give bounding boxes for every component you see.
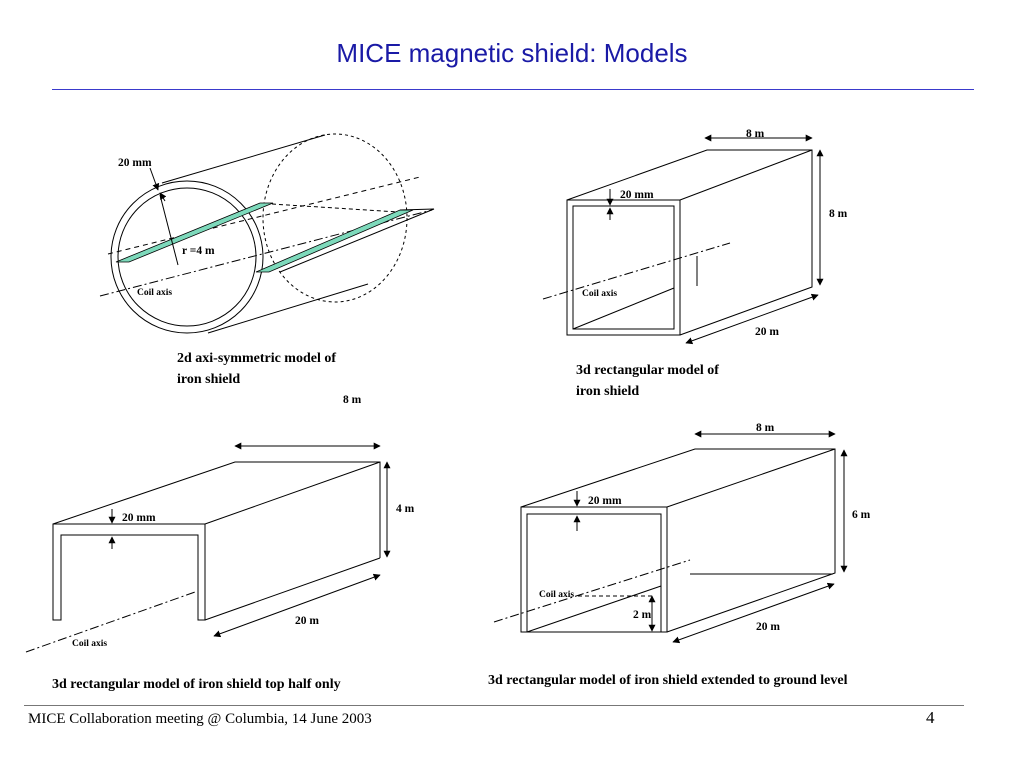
- page-number: 4: [926, 708, 935, 727]
- coil-axis-line: [25, 591, 196, 653]
- box-model-top-half: 20 mm 4 m 20 m Coil axis: [25, 442, 415, 653]
- strip-extension: [279, 208, 435, 273]
- footer-text: MICE Collaboration meeting @ Columbia, 1…: [28, 711, 372, 727]
- cylinder-model: 20 mm r =4 m Coil axis: [99, 133, 435, 334]
- thickness-pointer: [149, 167, 160, 191]
- thickness-label: 20 mm: [118, 157, 152, 169]
- caption-2d-line2: iron shield: [177, 372, 240, 387]
- thickness-label: 20 mm: [122, 512, 156, 524]
- height-label: 4 m: [396, 503, 415, 515]
- box-model-ground: 8 m 20 mm 6 m Coil axis 2 m 20 m: [493, 422, 871, 644]
- radius-line: [159, 194, 179, 266]
- ground-front-outer: [520, 506, 668, 633]
- strip-connector: [271, 203, 399, 213]
- caption-3d-line2: iron shield: [576, 384, 639, 399]
- slide-title: MICE magnetic shield: Models: [336, 38, 688, 68]
- coil-axis-label: Coil axis: [72, 639, 107, 649]
- half-front-profile: [52, 523, 206, 621]
- ground-top-right-edge: [666, 448, 836, 508]
- coil-axis-label: Coil axis: [137, 288, 172, 298]
- axis-height-label: 2 m: [633, 609, 652, 621]
- height-label: 6 m: [852, 509, 871, 521]
- caption-2d-line1: 2d axi-symmetric model of: [177, 351, 336, 366]
- width-label: 8 m: [756, 422, 775, 434]
- box-model-full: 8 m 8 m 20 mm Coil axis 20 m: [542, 128, 848, 345]
- box-top-right-edge: [679, 149, 813, 201]
- model-strip-front: [115, 202, 274, 263]
- cylinder-back-outline: [262, 133, 408, 303]
- ground-front-inner: [526, 513, 662, 632]
- half-top-right-edge: [204, 461, 381, 525]
- radius-label: r =4 m: [182, 245, 215, 257]
- thickness-label: 20 mm: [620, 189, 654, 201]
- cylinder-top-edge: [161, 134, 326, 184]
- cylinder-inner-ring: [117, 187, 257, 327]
- length-dimension: [685, 293, 819, 345]
- half-back-edges: [52, 461, 381, 558]
- cylinder-bottom-edge: [207, 283, 369, 334]
- title-divider: [52, 89, 974, 90]
- height-label: 8 m: [829, 208, 848, 220]
- stray-dimension-label: 8 m: [343, 394, 362, 406]
- caption-3d-line1: 3d rectangular model of: [576, 363, 719, 378]
- length-label: 20 m: [755, 326, 779, 338]
- box-floor-line: [572, 287, 675, 330]
- length-dimension: [672, 582, 835, 644]
- width-label: 8 m: [746, 128, 765, 140]
- caption-top-half: 3d rectangular model of iron shield top …: [52, 677, 341, 692]
- box-front-outer: [566, 199, 681, 336]
- half-bottom-right-edge: [204, 557, 381, 621]
- coil-axis-line: [542, 242, 731, 300]
- coil-axis-label: Coil axis: [582, 289, 617, 299]
- model-strip-back: [255, 209, 414, 273]
- footer-divider: [24, 705, 964, 706]
- length-label: 20 m: [295, 615, 319, 627]
- box-front-inner: [572, 205, 675, 330]
- radius-arrowhead: [159, 192, 167, 202]
- coil-axis-line: [493, 559, 691, 623]
- length-label: 20 m: [756, 621, 780, 633]
- ground-floor-line: [526, 585, 662, 633]
- coil-axis-label: Coil axis: [539, 590, 574, 600]
- thickness-label: 20 mm: [588, 495, 622, 507]
- caption-ground: 3d rectangular model of iron shield exte…: [488, 673, 848, 688]
- length-dimension: [213, 573, 381, 638]
